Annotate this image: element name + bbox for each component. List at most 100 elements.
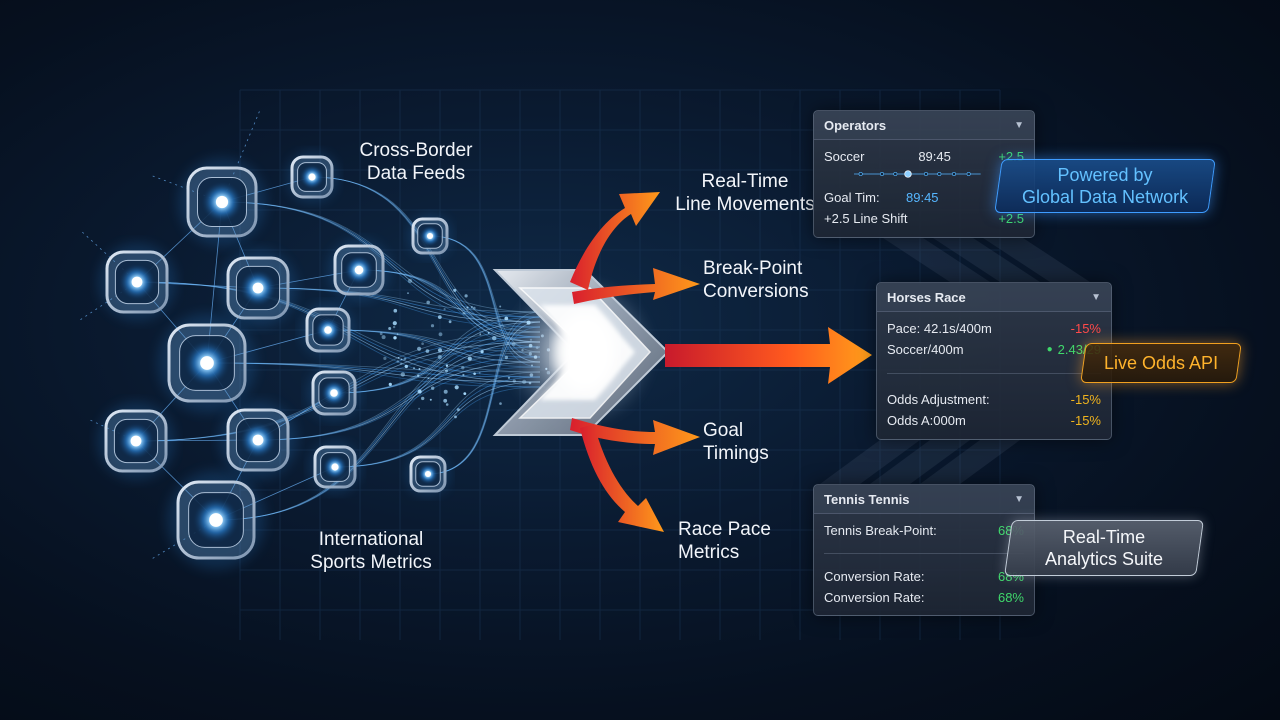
source-nodes [97, 151, 453, 570]
data-particle [453, 288, 457, 292]
tennis-row-break-point: Tennis Break-Point: 68% [824, 522, 1024, 538]
data-node-icon [306, 365, 362, 421]
badge-global-data-network[interactable]: Powered by Global Data Network [994, 159, 1216, 213]
data-particle [499, 305, 502, 308]
data-particle [418, 407, 420, 410]
operators-panel-header[interactable]: Operators ▼ [814, 111, 1034, 140]
label-cross-border-data-feeds: Cross-Border Data Feeds [359, 140, 473, 184]
data-particle [443, 308, 446, 311]
data-node-icon [219, 249, 297, 327]
data-particle [417, 374, 420, 377]
data-particle [499, 402, 502, 405]
data-particle [463, 392, 467, 395]
data-node-icon [405, 451, 451, 497]
data-fiber [311, 176, 541, 343]
arrow-race-pace [580, 424, 664, 532]
label-international-sports-metrics: International Sports Metrics [310, 529, 432, 573]
data-particle [445, 403, 449, 406]
data-fiber [333, 311, 541, 394]
data-particle [462, 373, 465, 377]
data-particle [430, 324, 435, 328]
operators-timeline-slider[interactable] [824, 170, 1004, 178]
data-particle [445, 369, 448, 373]
arrow-break-point [572, 268, 700, 304]
data-particle [404, 364, 408, 369]
data-particle [445, 364, 449, 367]
divider [887, 373, 1101, 374]
horses-race-panel-header[interactable]: Horses Race ▼ [877, 283, 1111, 312]
data-particle [388, 382, 392, 386]
fiber-bundle [135, 176, 541, 521]
slider-handle [904, 170, 912, 178]
data-fiber [327, 329, 541, 363]
slider-tick [966, 172, 971, 176]
data-particle [400, 358, 403, 361]
collapse-icon[interactable]: ▼ [1014, 493, 1024, 505]
badge-real-time-analytics-suite[interactable]: Real-Time Analytics Suite [1004, 520, 1204, 576]
tennis-panel-header[interactable]: Tennis Tennis ▼ [814, 485, 1034, 514]
horses-race-panel-title: Horses Race [887, 289, 966, 305]
tennis-row-conversion-2: Conversion Rate: 68% [824, 589, 1024, 605]
data-particle [400, 362, 403, 365]
data-fiber [215, 331, 541, 521]
arrow-goal-timings [570, 418, 700, 455]
operators-row-soccer: Soccer 89:45 +2.5 [824, 148, 1024, 164]
data-particle [437, 315, 442, 319]
slider-tick [880, 172, 884, 176]
operators-panel: Operators ▼ Soccer 89:45 +2.5 Goal Tim: … [813, 110, 1035, 238]
data-fiber [311, 176, 541, 348]
collapse-icon[interactable]: ▼ [1014, 119, 1024, 131]
data-fiber [206, 362, 541, 388]
data-fiber [333, 326, 541, 394]
divider [824, 553, 1024, 554]
data-node-icon [219, 401, 297, 479]
data-particle [383, 356, 387, 360]
data-particle [429, 398, 432, 401]
operators-panel-title: Operators [824, 117, 887, 133]
data-particle [417, 346, 422, 351]
data-node-icon [327, 238, 391, 302]
data-particle [438, 332, 443, 337]
horses-row-pace: Pace: 42.1s/400m -15% [887, 320, 1101, 336]
slider-tick [858, 172, 863, 176]
badge-live-odds-api[interactable]: Live Odds API [1080, 343, 1242, 383]
horses-row-odds-a: Odds A:000m -15% [887, 412, 1101, 428]
data-particle [396, 360, 400, 363]
data-particle [454, 415, 457, 419]
arrow-main-odds [665, 327, 872, 384]
data-fiber [257, 366, 541, 441]
data-particle [381, 335, 386, 340]
data-particle [413, 367, 415, 369]
data-particle [388, 327, 392, 330]
data-particle [418, 368, 421, 370]
data-particle [473, 306, 476, 310]
data-particle [421, 396, 425, 401]
data-fiber [215, 346, 541, 521]
data-node-icon [300, 302, 356, 358]
data-particle [466, 306, 469, 309]
data-particle [480, 350, 484, 354]
output-arrows [570, 192, 872, 532]
data-fiber [257, 287, 541, 328]
data-particle [421, 342, 424, 346]
slider-tick [893, 172, 898, 176]
data-node-icon [157, 313, 257, 413]
data-fiber [327, 329, 541, 353]
data-fiber [257, 287, 541, 318]
data-particle [431, 386, 435, 390]
collapse-icon[interactable]: ▼ [1091, 291, 1101, 303]
data-particle [392, 321, 397, 326]
horses-row-odds-adjustment: Odds Adjustment: -15% [887, 391, 1101, 407]
data-particle [426, 300, 431, 305]
data-particle [443, 389, 448, 394]
operators-row-line-shift: +2.5 Line Shift +2.5 [824, 210, 1024, 226]
data-fiber [206, 362, 541, 373]
data-particle [443, 398, 448, 403]
data-particle [487, 332, 490, 334]
data-particle [393, 336, 397, 340]
label-real-time-line-movements: Real-Time Line Movements [675, 171, 815, 215]
data-fiber [257, 361, 541, 441]
slider-tick [937, 172, 942, 176]
data-particle [427, 377, 430, 380]
data-particle [464, 294, 468, 298]
